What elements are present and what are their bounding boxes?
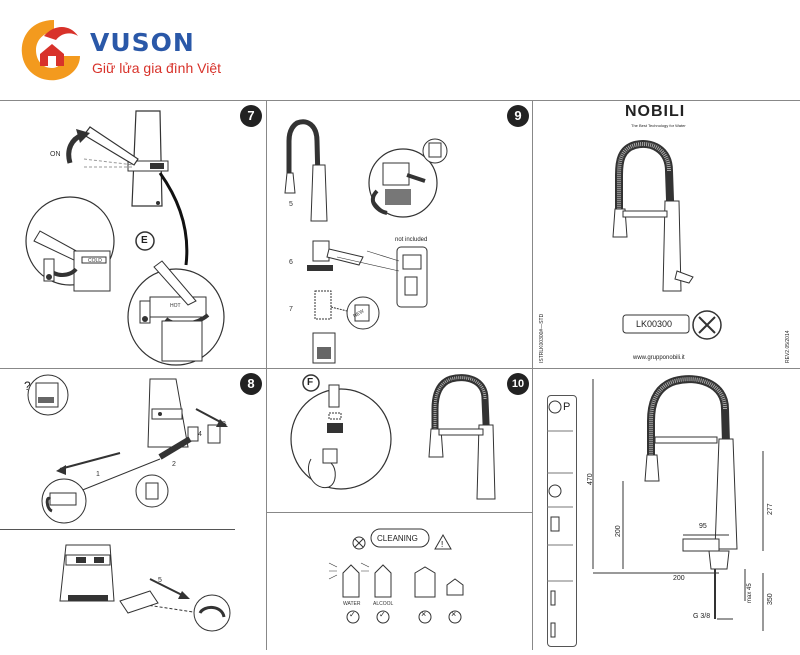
panel-technical: P 470 277 200 95 200 max 45 350 G 3/8 [533,369,800,650]
step-number-8: 8 [240,373,262,395]
cross-sponge: × [451,609,457,619]
panel-step8: 8 ? 1 [0,369,266,650]
step9-sub-7: 7 [289,306,293,313]
check-alcool: ✓ [379,610,386,619]
dim-350: 350 [767,593,774,605]
cleaning-illustration: ! [328,528,464,624]
aerator-cleaning-illustration [290,374,496,500]
panel-step9: 9 not included 5 6 7 NEW [267,101,532,368]
cold-label: COLD [88,258,102,264]
dim-277: 277 [767,503,774,515]
divider-cleaning [266,512,532,513]
divider-middle [0,368,800,369]
nobili-brand: NOBILI [625,103,686,120]
step-number-10: 10 [507,373,529,395]
dim-200-v: 200 [615,525,622,537]
svg-text:!: ! [441,540,443,549]
f-label: F [307,377,314,388]
spec-strip [547,395,577,647]
faucet-lever-illustration [25,110,225,366]
cross-detergent: × [421,609,427,619]
dim-470: 470 [587,473,594,485]
spec-icons [547,400,573,638]
hot-label: HOT [170,303,181,309]
step-number-9: 9 [507,105,529,127]
nobili-faucet-illustration [612,140,722,340]
panel-step7: 7 ON E COLD HOT [0,101,266,368]
cartridge-replace-illustration [284,119,448,364]
check-water: ✓ [349,610,356,619]
dim-95: 95 [699,523,707,530]
nobili-tagline: The Best Technology for Water [631,123,686,128]
dim-200-h: 200 [673,575,685,582]
nobili-code: LK00300 [636,319,673,329]
on-label: ON [50,151,61,158]
dim-g38: G 3/8 [693,613,711,620]
dim-max45: max 45 [747,583,753,603]
panel-step10: 10 F [267,369,532,512]
dimension-drawing [592,375,764,631]
divider-v1 [266,100,267,650]
step-number-7: 7 [240,105,262,127]
divider-v2 [532,100,533,650]
divider-step8 [0,529,235,530]
alcool-label: ALCOOL [373,601,394,607]
e-label: E [141,235,148,246]
cleaning-label: CLEANING [377,534,418,543]
step8-sub-2: 2 [172,461,176,468]
water-label: WATER [343,601,361,607]
p-label: P [563,401,571,413]
panel-nobili: NOBILI The Best Technology for Water LK0… [533,101,800,368]
step9-sub-6: 6 [289,259,293,266]
brand-slogan: Giữ lửa gia đình Việt [92,60,222,76]
nobili-rev: REV2.05/2014 [785,330,791,363]
logo[interactable]: VUSON Giữ lửa gia đình Việt [14,14,254,84]
step8-sub-5: 5 [158,577,162,584]
nobili-website: www.grupponobili.it [633,355,685,361]
hose-install-illustration [27,374,231,632]
step8-sub-4: 4 [198,431,202,438]
question-mark: ? [24,379,31,393]
not-included-label: not included [395,237,428,243]
step8-sub-1: 1 [96,471,100,478]
nobili-doc-code: ISTRLK00300#—STD [539,313,545,363]
step9-sub-5: 5 [289,201,293,208]
step8-sub-3: 3 [222,421,226,428]
panel-cleaning: ! CLEANING WATER ALCOOL ✓ ✓ × × [267,513,532,650]
brand-mark-icon [21,20,80,81]
divider-top [0,100,800,101]
brand-name: VUSON [90,28,195,57]
